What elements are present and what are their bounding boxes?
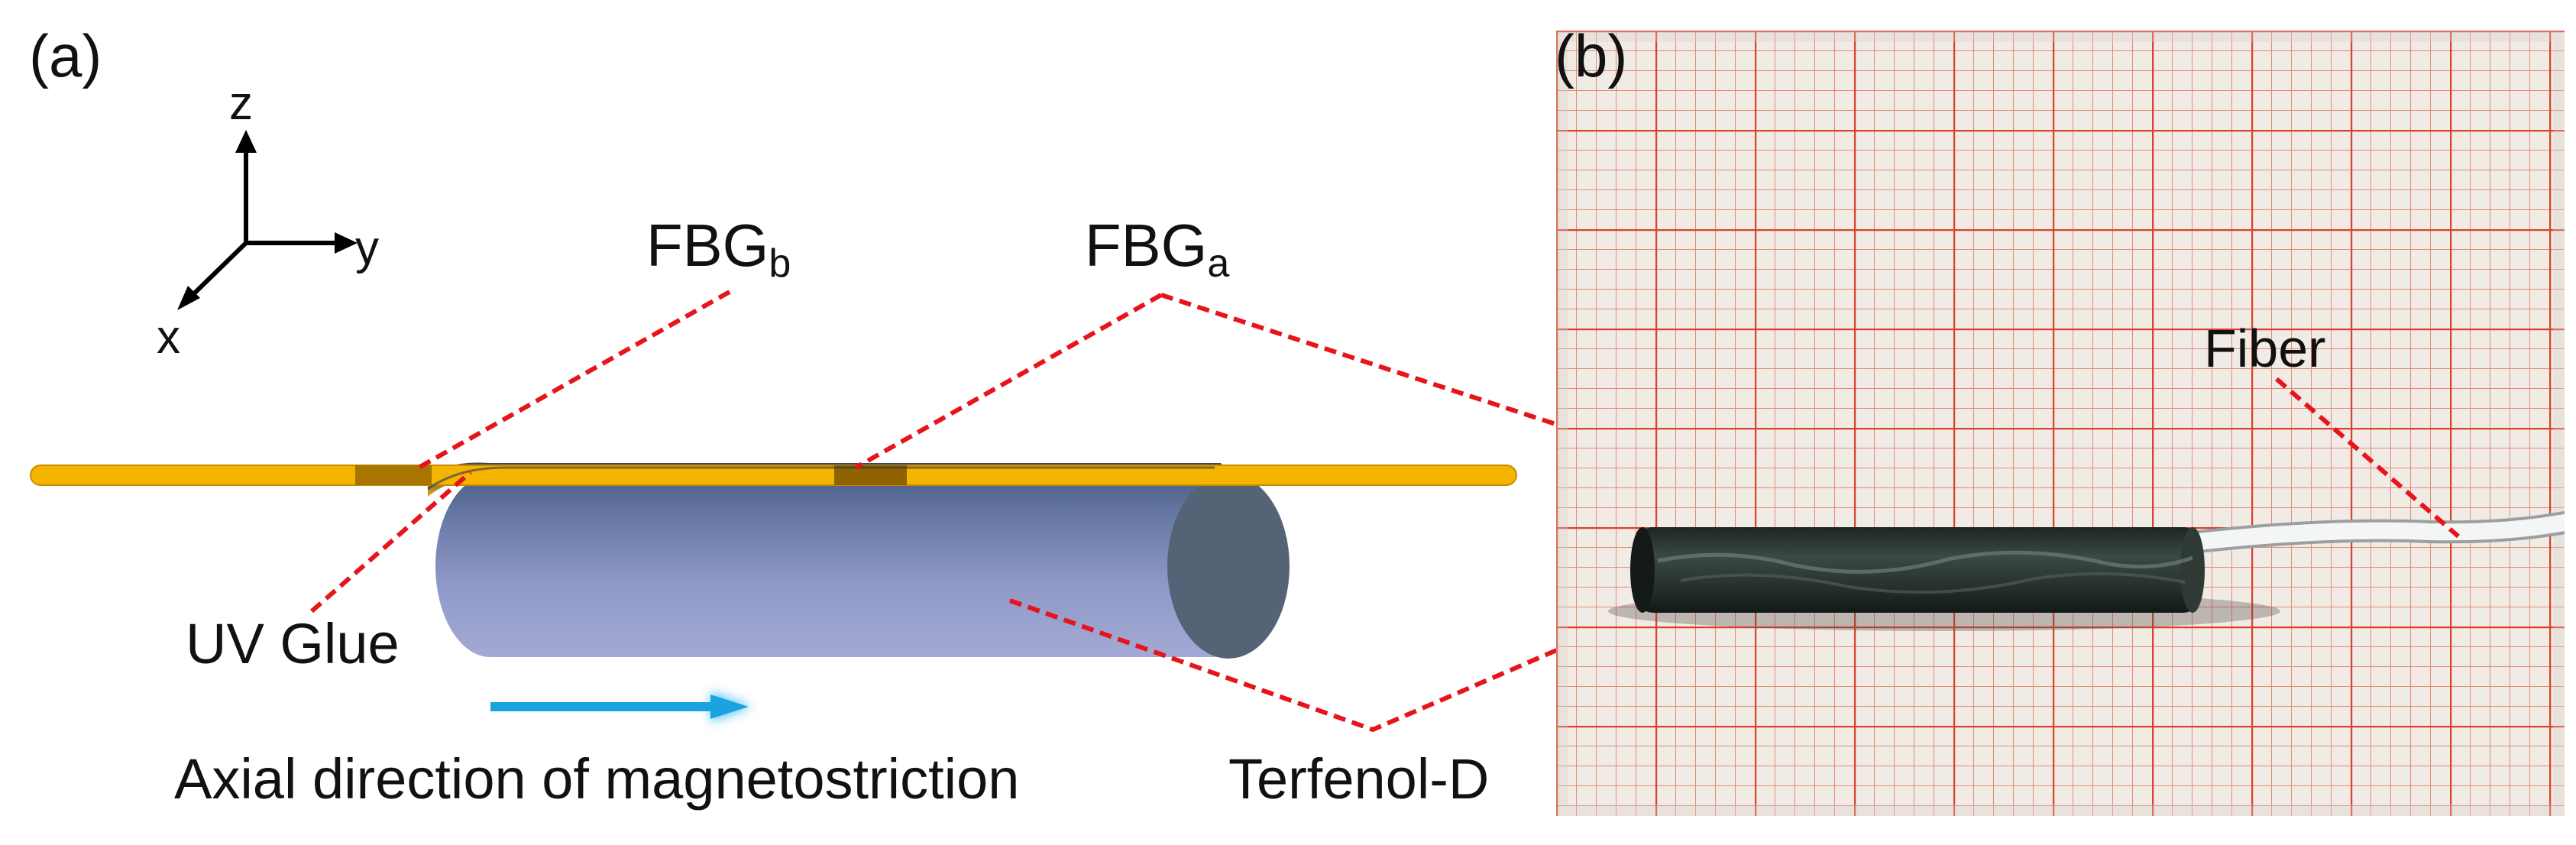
- panel-a-label: (a): [29, 22, 102, 89]
- axis-y-label: y: [355, 222, 379, 274]
- fbg-a-label: FBGa: [1085, 212, 1229, 286]
- panel-a: (a) z y x: [29, 22, 1908, 811]
- coordinate-axes: [186, 145, 340, 302]
- axis-x-label: x: [157, 311, 180, 364]
- graph-paper-photo: [1556, 31, 2565, 816]
- axis-arrowheads: [177, 130, 358, 310]
- fiber-label: Fiber: [2204, 319, 2325, 378]
- terfenol-cylinder: [435, 474, 1290, 659]
- fiber-leader-line: [2275, 377, 2460, 539]
- panel-b-label: (b): [1555, 22, 1627, 89]
- fbg-b-grating: [355, 465, 432, 485]
- fbg-b-label: FBGb: [646, 212, 791, 286]
- photo-rod: [1630, 527, 2205, 613]
- uv-glue-label: UV Glue: [186, 612, 400, 675]
- magnetostriction-arrow: [490, 691, 752, 722]
- axis-z-label: z: [229, 77, 253, 130]
- panel-b: (b) Fiber: [1555, 22, 2565, 816]
- terfenol-label: Terfenol-D: [1228, 747, 1489, 811]
- glue-edge: [427, 466, 1215, 490]
- axial-direction-label: Axial direction of magnetostriction: [174, 747, 1019, 811]
